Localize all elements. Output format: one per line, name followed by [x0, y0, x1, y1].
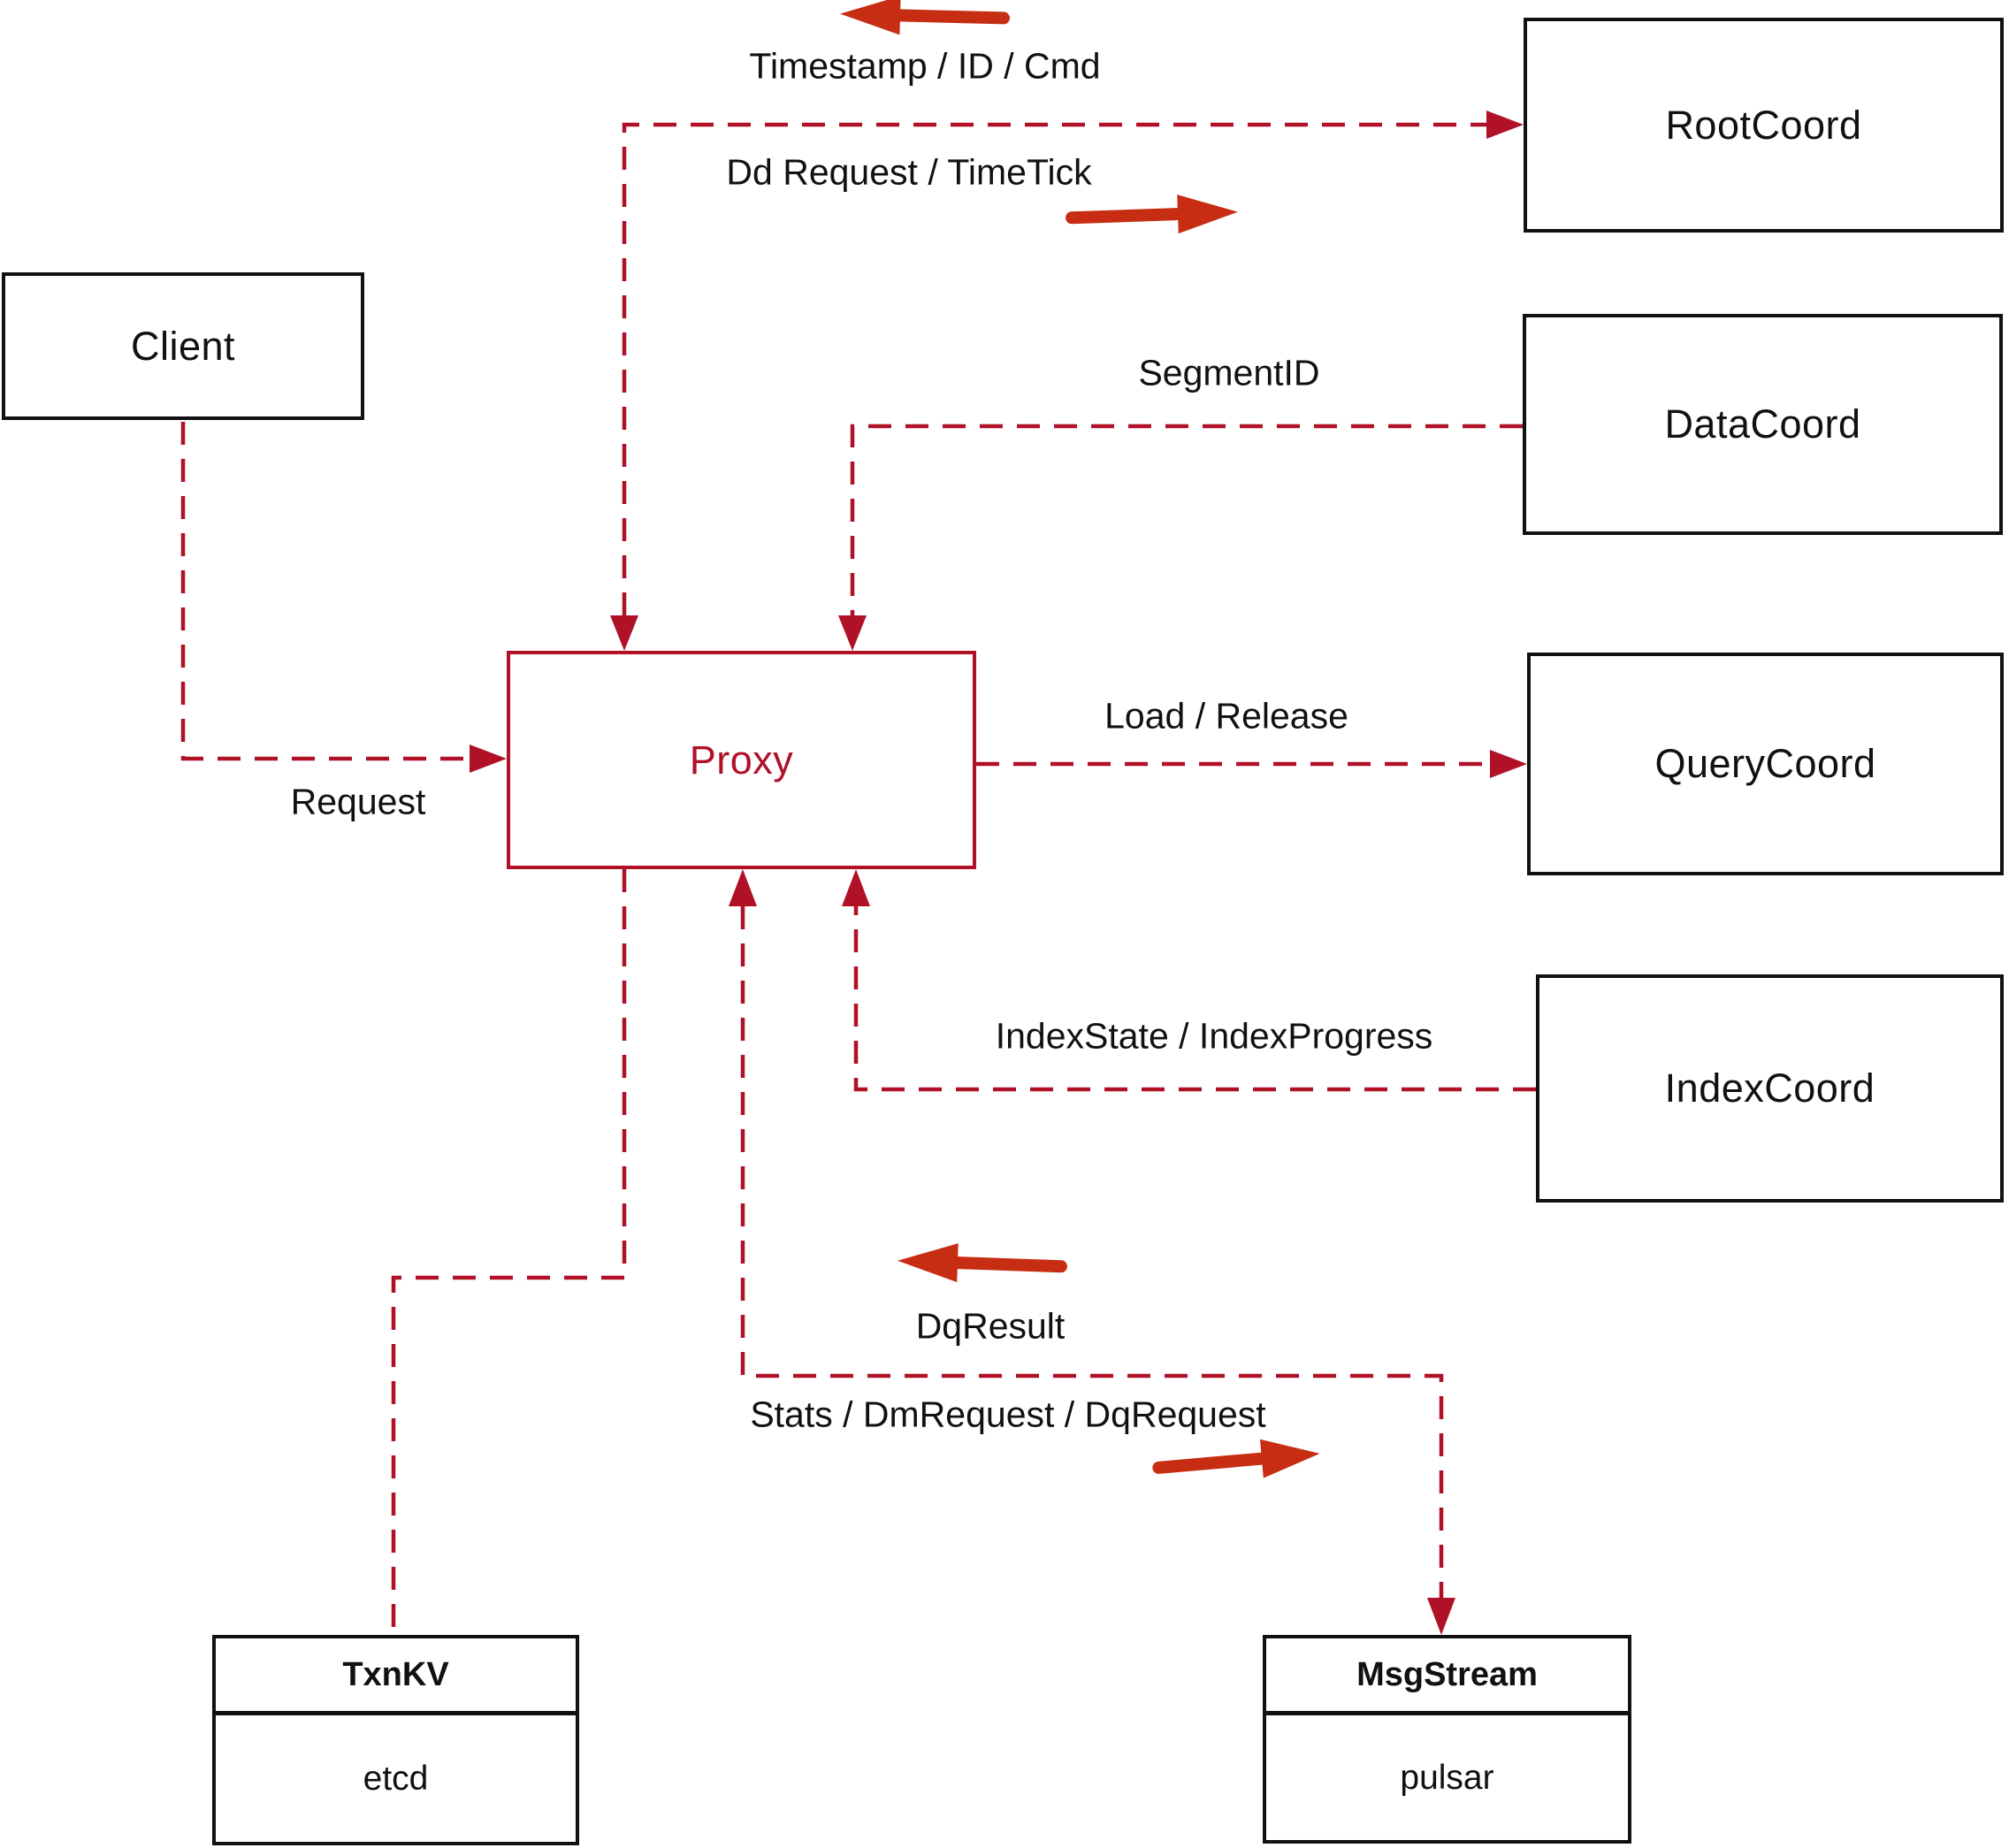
edge-client-proxy	[180, 422, 470, 761]
label-dd-request-timetick: Dd Request / TimeTick	[726, 151, 1092, 193]
arrowhead-into-rootcoord-icon	[1486, 111, 1524, 139]
arrowhead-into-proxy-top-left-icon	[610, 615, 638, 651]
edge-proxy-msgstream	[740, 906, 1444, 1598]
label-dq-result: DqResult	[915, 1305, 1066, 1347]
arrow-left-timestamp-icon	[840, 0, 1010, 35]
arrowhead-into-proxy-left-icon	[470, 745, 507, 773]
node-client-label: Client	[130, 323, 236, 369]
node-txnkv: TxnKV etcd	[212, 1635, 579, 1845]
label-index-state-progress: IndexState / IndexProgress	[995, 1015, 1433, 1057]
node-indexcoord: IndexCoord	[1536, 974, 2004, 1203]
node-msgstream-subtitle: pulsar	[1400, 1758, 1494, 1797]
arrow-left-dqresult-icon	[898, 1243, 1067, 1283]
node-proxy-label: Proxy	[689, 737, 794, 783]
node-txnkv-title: TxnKV	[216, 1638, 576, 1715]
node-datacoord-label: DataCoord	[1664, 401, 1861, 447]
node-txnkv-subtitle: etcd	[363, 1759, 429, 1798]
node-querycoord: QueryCoord	[1527, 653, 2004, 875]
node-proxy: Proxy	[507, 651, 976, 869]
node-rootcoord-label: RootCoord	[1665, 102, 1862, 148]
arrowhead-into-proxy-top-right-icon	[838, 615, 867, 651]
label-load-release: Load / Release	[1104, 695, 1348, 737]
node-datacoord: DataCoord	[1523, 314, 2003, 535]
arrowhead-into-proxy-bottom-left-icon	[729, 869, 757, 906]
label-segment-id: SegmentID	[1138, 352, 1320, 393]
node-rootcoord: RootCoord	[1524, 18, 2004, 233]
arrowhead-into-querycoord-icon	[1490, 750, 1527, 778]
node-msgstream-title: MsgStream	[1266, 1638, 1628, 1715]
node-indexcoord-label: IndexCoord	[1664, 1065, 1875, 1111]
edge-proxy-rootcoord	[622, 122, 1486, 615]
label-request: Request	[290, 781, 426, 822]
node-client: Client	[2, 272, 364, 420]
node-msgstream: MsgStream pulsar	[1263, 1635, 1631, 1844]
edge-proxy-txnkv	[391, 869, 627, 1633]
arrow-right-stats-icon	[1152, 1439, 1320, 1478]
label-stats-dm-dq: Stats / DmRequest / DqRequest	[750, 1394, 1266, 1435]
edge-datacoord-proxy	[850, 424, 1523, 615]
arrowhead-into-proxy-bottom-right-icon	[842, 869, 870, 906]
edge-indexcoord-proxy	[853, 906, 1536, 1092]
arrow-right-ddrequest-icon	[1066, 195, 1238, 234]
label-timestamp-id-cmd: Timestamp / ID / Cmd	[749, 45, 1101, 87]
arrowhead-into-msgstream-icon	[1427, 1598, 1455, 1635]
node-querycoord-label: QueryCoord	[1654, 741, 1876, 786]
